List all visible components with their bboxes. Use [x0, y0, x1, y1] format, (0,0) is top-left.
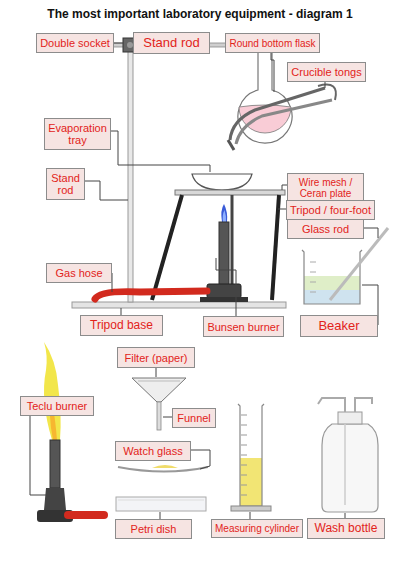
label-box: Wash bottle: [307, 518, 385, 539]
label-box: Wire mesh / Ceran plate: [287, 173, 364, 203]
part-name: Tripod / four-foot: [290, 204, 371, 216]
label-box: Filter (paper): [117, 347, 195, 368]
label-box: Gas hose: [46, 263, 112, 283]
part-name: Watch glass: [123, 445, 183, 457]
part-name: Bunsen burner: [207, 321, 279, 333]
part-name: Stand rod: [143, 36, 199, 50]
label-box: Stand rod: [133, 32, 210, 54]
label-box: Watch glass: [115, 441, 191, 461]
part-name: Wire mesh / Ceran plate: [291, 177, 360, 199]
label-box: Tripod base: [80, 315, 163, 336]
part-name: Funnel: [177, 412, 211, 424]
part-name: Crucible tongs: [291, 66, 361, 78]
label-box: Teclu burner: [20, 396, 94, 416]
part-name: Measuring cylinder: [215, 523, 299, 534]
label-box: Double socket: [36, 33, 114, 53]
label-box: Bunsen burner: [203, 316, 284, 337]
label-box: Stand rod: [46, 168, 85, 200]
label-box: Tripod / four-foot: [286, 200, 375, 220]
label-box: Glass rod: [287, 219, 364, 239]
part-name: Gas hose: [55, 267, 102, 279]
diagram-title: The most important laboratory equipment …: [0, 7, 400, 21]
part-name: Tripod base: [90, 319, 153, 332]
label-box: Evaporation tray: [44, 118, 111, 150]
label-box: Petri dish: [115, 519, 192, 539]
part-name: Beaker: [318, 319, 359, 333]
part-name: Round bottom flask: [229, 38, 315, 49]
part-name: Glass rod: [302, 223, 349, 235]
part-name: Filter (paper): [125, 352, 188, 364]
part-name: Petri dish: [131, 523, 177, 535]
label-box: Crucible tongs: [287, 62, 366, 82]
label-box: Beaker: [300, 315, 378, 337]
label-box: Funnel: [172, 408, 216, 428]
label-box: Measuring cylinder: [211, 519, 303, 538]
part-name: Wash bottle: [315, 522, 378, 535]
part-name: Teclu burner: [27, 400, 88, 412]
part-name: Double socket: [40, 37, 110, 49]
part-name: Stand rod: [50, 172, 81, 196]
part-name: Evaporation tray: [48, 122, 107, 146]
label-box: Round bottom flask: [225, 33, 320, 53]
